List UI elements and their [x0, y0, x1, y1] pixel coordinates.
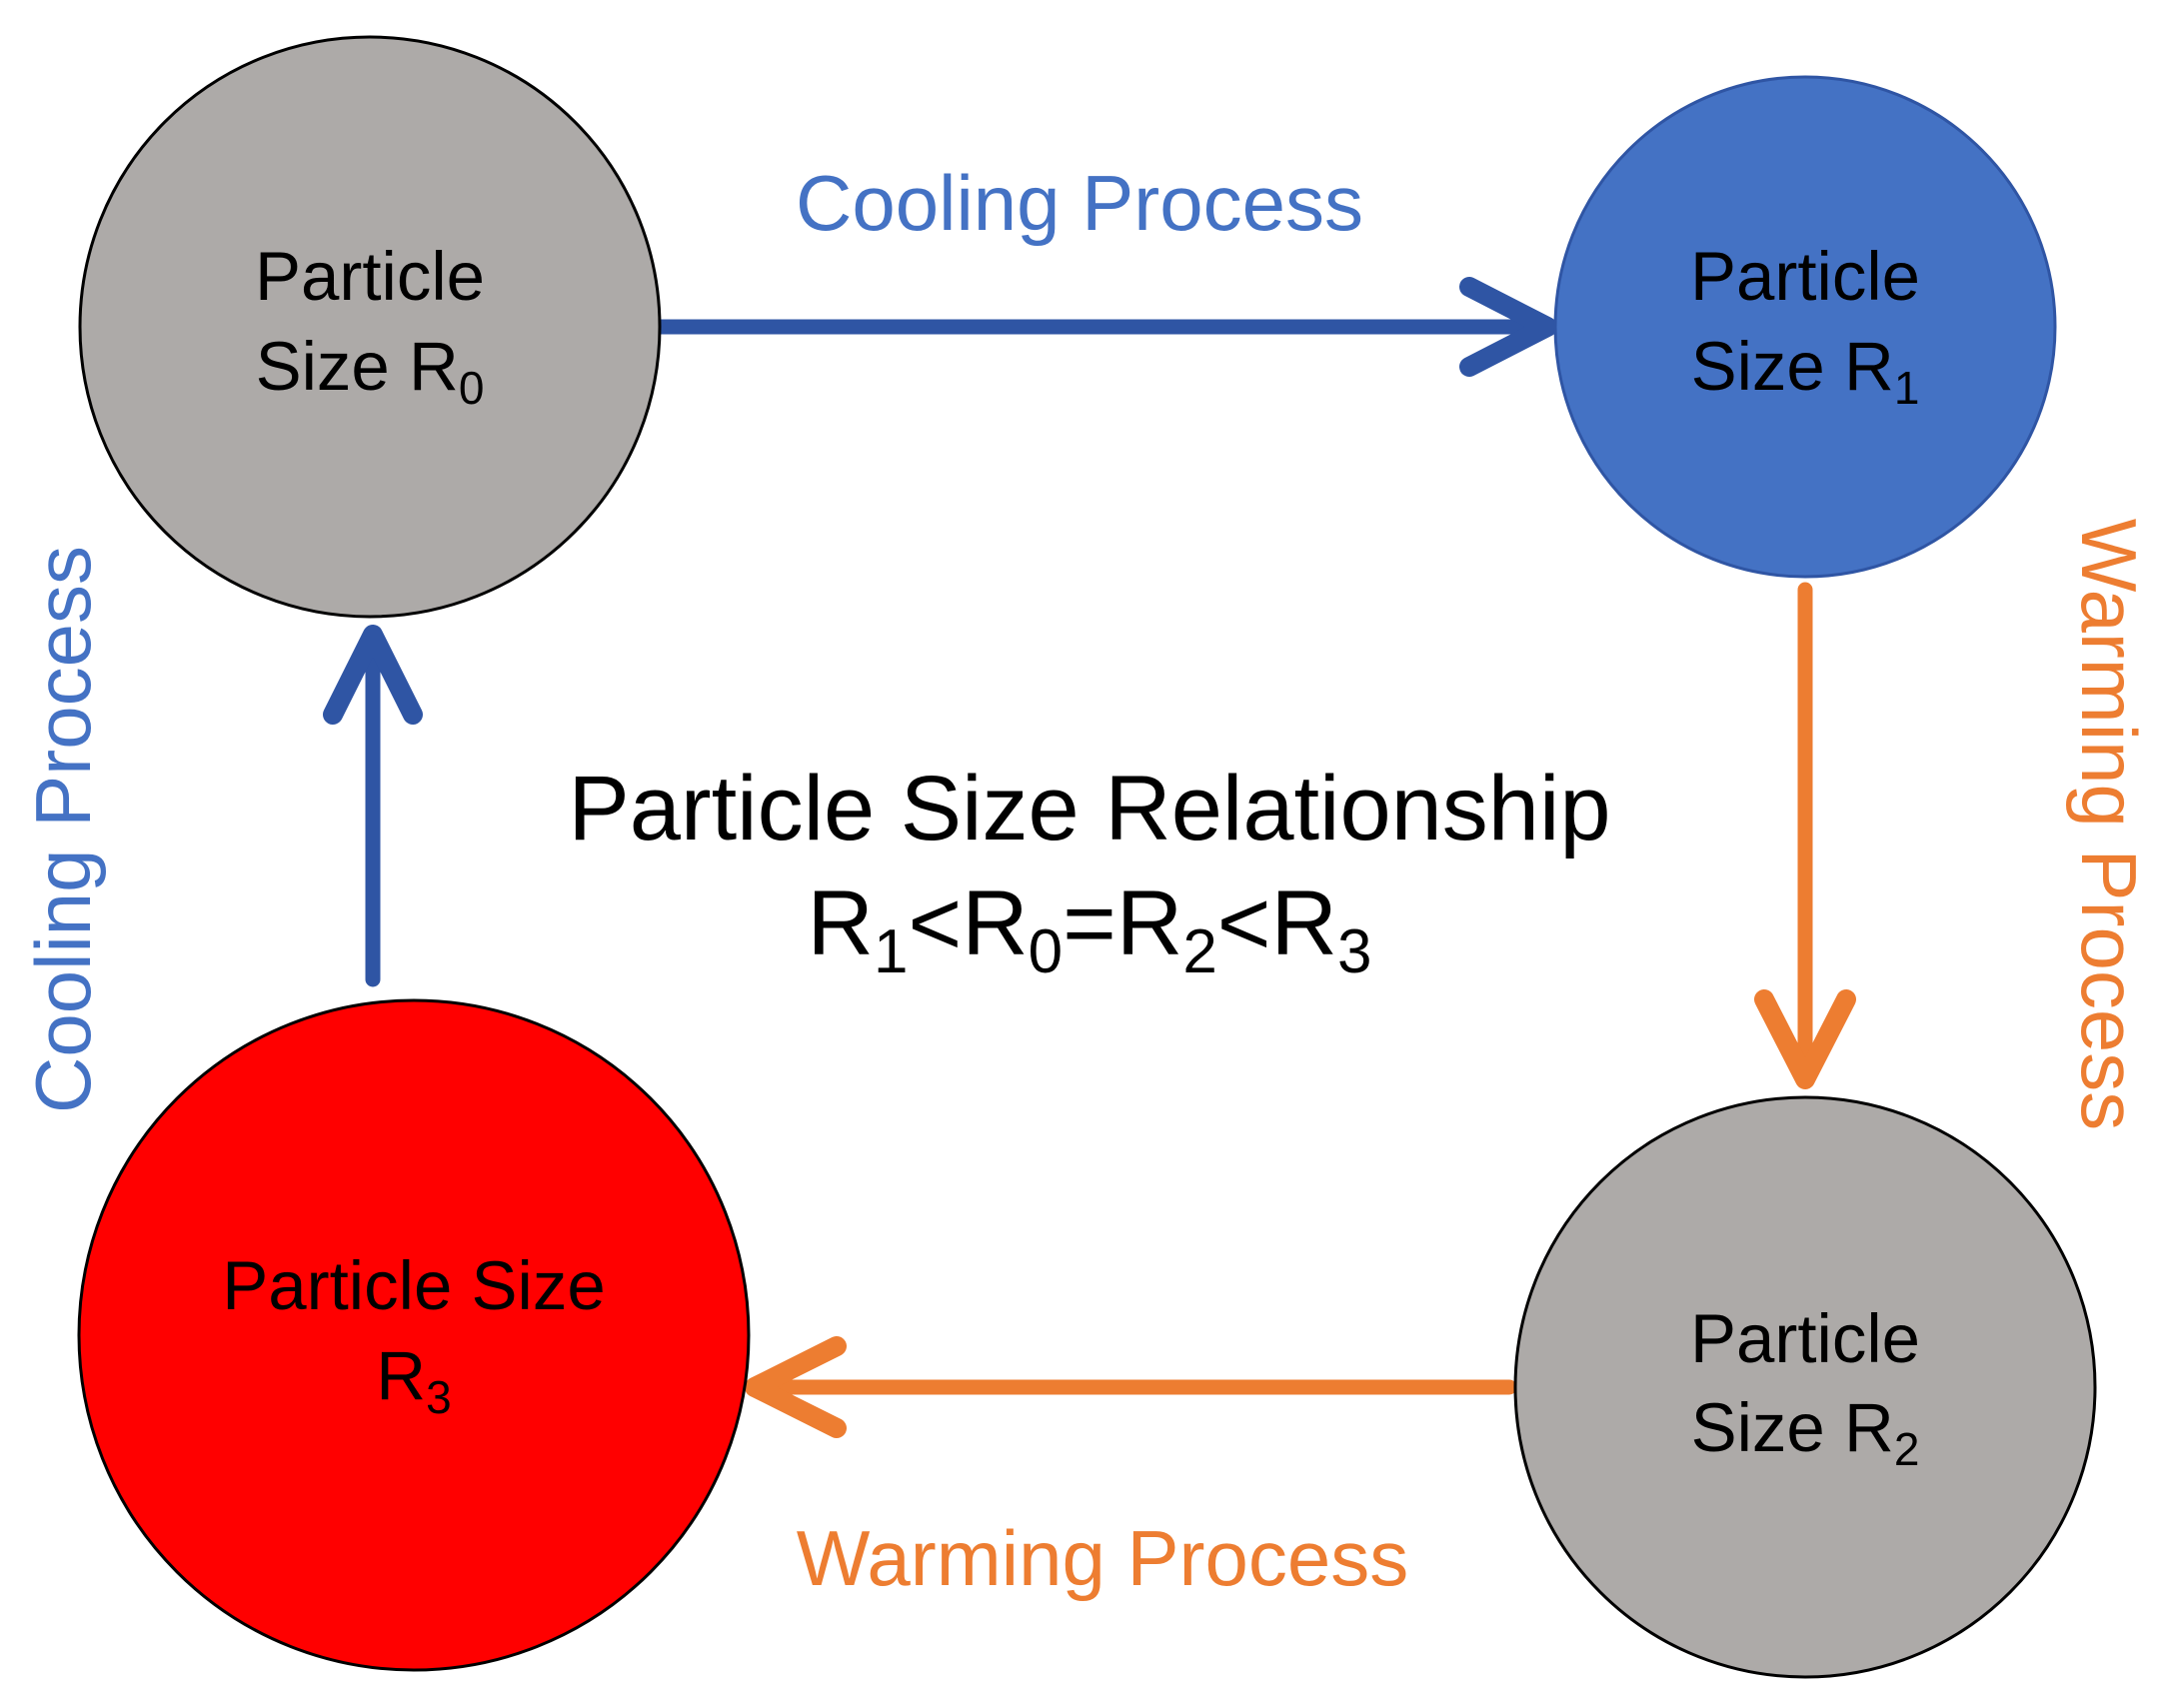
node-r0-label-subscript: 0 [459, 362, 485, 414]
formula-r-a: R [808, 872, 874, 974]
node-r1-label-line2: Size R1 [1691, 328, 1920, 414]
formula-sub-2: 2 [1182, 917, 1216, 986]
relationship-title: Particle Size Relationship [568, 758, 1610, 859]
formula-r-c: R [1116, 872, 1182, 974]
formula-sub-3: 3 [1337, 917, 1371, 986]
node-r2-label-line1: Particle [1690, 1300, 1920, 1377]
edge-top-label: Cooling Process [796, 159, 1363, 247]
node-r1-label-base: Size R [1691, 328, 1894, 405]
edge-right-label: Warming Process [2065, 519, 2153, 1131]
node-r2-label-line2: Size R2 [1691, 1389, 1920, 1475]
node-r1-label-subscript: 1 [1894, 362, 1920, 414]
formula-less-a: < [908, 872, 962, 974]
formula-equals: = [1063, 872, 1116, 974]
node-r3-label-base: R [376, 1337, 426, 1414]
edge-left-arrow [323, 625, 423, 987]
node-r0-circle [78, 35, 662, 619]
formula-sub-1: 1 [874, 917, 908, 986]
node-r3-label-subscript: 3 [426, 1371, 452, 1423]
edge-left-label: Cooling Process [19, 546, 107, 1113]
edge-top-arrowhead [1459, 277, 1557, 377]
node-r0-label-base: Size R [256, 328, 459, 405]
formula-sub-0: 0 [1029, 917, 1063, 986]
node-r1: Particle Size R1 [1553, 75, 2057, 579]
edge-bottom-arrow [745, 1336, 1517, 1438]
edge-right-arrow [1754, 582, 1856, 1089]
node-r3-label-line2: R3 [376, 1337, 451, 1423]
node-r2-label-subscript: 2 [1894, 1423, 1920, 1475]
relationship-formula: R1<R0=R2<R3 [808, 872, 1372, 986]
relationship-block: Particle Size Relationship R1<R0=R2<R3 [568, 758, 1610, 986]
edge-bottom-arrowhead [745, 1336, 847, 1438]
edge-right-arrowhead [1754, 989, 1856, 1089]
node-r1-label-line1: Particle [1690, 238, 1920, 315]
node-r2: Particle Size R2 [1513, 1095, 2097, 1679]
edge-bottom-label: Warming Process [797, 1514, 1409, 1602]
node-r1-circle [1553, 75, 2057, 579]
node-r0: Particle Size R0 [78, 35, 662, 619]
edge-top-arrow [651, 277, 1557, 377]
node-r3: Particle Size R3 [77, 998, 751, 1672]
node-r3-circle [77, 998, 751, 1672]
formula-r-d: R [1271, 872, 1337, 974]
edge-left-arrowhead [323, 625, 423, 725]
node-r2-circle [1513, 1095, 2097, 1679]
node-r0-label-line1: Particle [255, 238, 485, 315]
node-r3-label-line1: Particle Size [222, 1247, 605, 1324]
node-r2-label-base: Size R [1691, 1389, 1894, 1466]
formula-less-b: < [1217, 872, 1271, 974]
formula-r-b: R [962, 872, 1028, 974]
node-r0-label-line2: Size R0 [256, 328, 485, 414]
